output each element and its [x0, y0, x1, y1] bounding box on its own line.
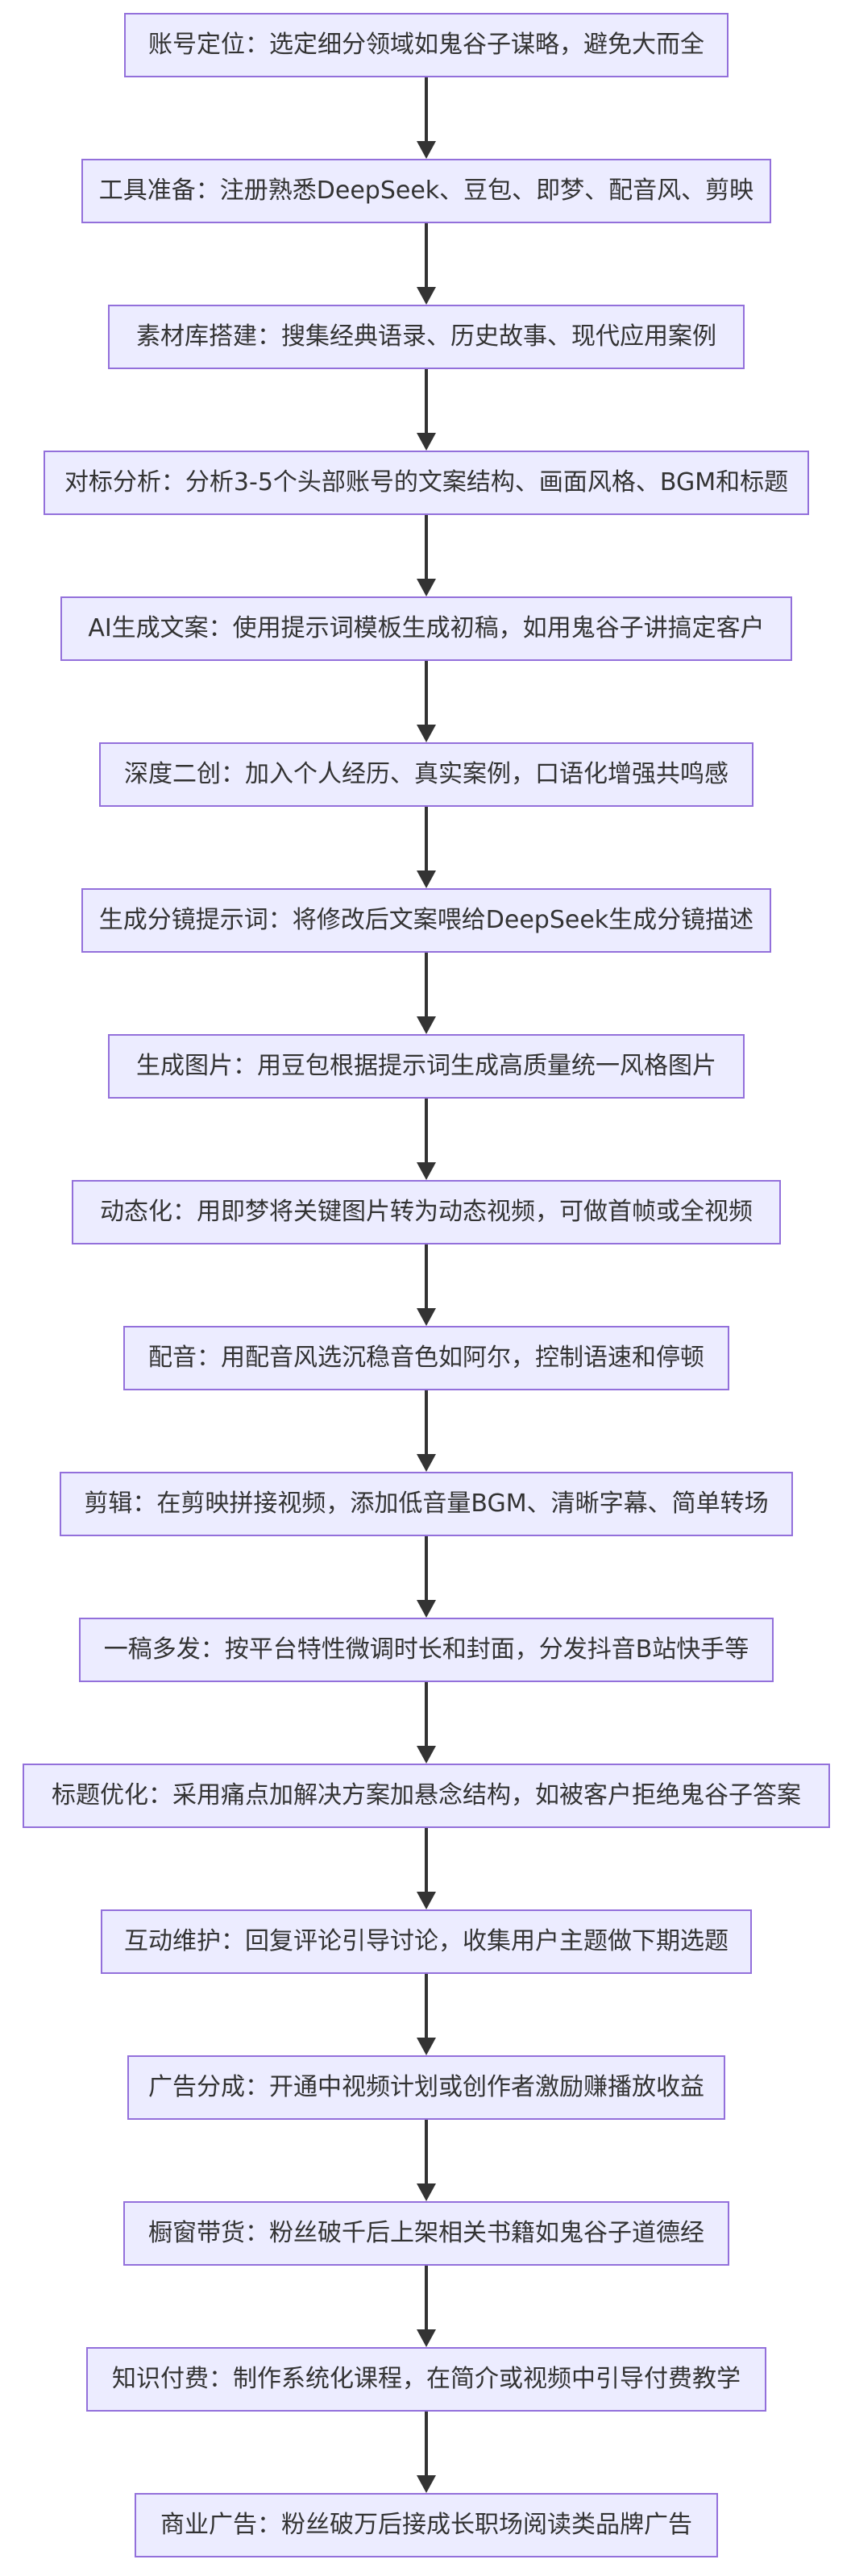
flow-connector — [425, 515, 428, 580]
flow-connector — [425, 1974, 428, 2039]
arrow-down-icon — [417, 433, 436, 451]
arrow-down-icon — [417, 1892, 436, 1909]
arrow-down-icon — [417, 725, 436, 742]
arrow-down-icon — [417, 1162, 436, 1180]
arrow-down-icon — [417, 579, 436, 596]
flow-connector — [425, 1390, 428, 1456]
arrow-down-icon — [417, 1454, 436, 1472]
flow-step-17: 知识付费：制作系统化课程，在简介或视频中引导付费教学 — [86, 2347, 766, 2412]
flow-step-18: 商业广告：粉丝破万后接成长职场阅读类品牌广告 — [135, 2493, 718, 2557]
flow-connector — [425, 1828, 428, 1893]
flow-connector — [425, 223, 428, 289]
flow-step-5: AI生成文案：使用提示词模板生成初稿，如用鬼谷子讲搞定客户 — [60, 596, 792, 661]
flow-connector — [425, 77, 428, 143]
flow-connector — [425, 369, 428, 434]
flow-step-4: 对标分析：分析3-5个头部账号的文案结构、画面风格、BGM和标题 — [44, 451, 809, 515]
arrow-down-icon — [417, 1746, 436, 1764]
flow-step-2: 工具准备：注册熟悉DeepSeek、豆包、即梦、配音风、剪映 — [81, 159, 771, 223]
flow-connector — [425, 661, 428, 726]
arrow-down-icon — [417, 870, 436, 888]
flow-connector — [425, 1536, 428, 1602]
flow-step-3: 素材库搭建：搜集经典语录、历史故事、现代应用案例 — [108, 305, 745, 369]
flow-step-12: 一稿多发：按平台特性微调时长和封面，分发抖音B站快手等 — [79, 1618, 774, 1682]
arrow-down-icon — [417, 2475, 436, 2493]
arrow-down-icon — [417, 287, 436, 305]
arrow-down-icon — [417, 2183, 436, 2201]
flow-connector — [425, 2412, 428, 2477]
flow-connector — [425, 2266, 428, 2331]
flow-step-8: 生成图片：用豆包根据提示词生成高质量统一风格图片 — [108, 1034, 745, 1099]
flow-step-14: 互动维护：回复评论引导讨论，收集用户主题做下期选题 — [101, 1909, 752, 1974]
flow-connector — [425, 1244, 428, 1310]
flow-step-9: 动态化：用即梦将关键图片转为动态视频，可做首帧或全视频 — [72, 1180, 781, 1244]
flow-connector — [425, 953, 428, 1018]
flow-step-7: 生成分镜提示词：将修改后文案喂给DeepSeek生成分镜描述 — [81, 888, 771, 953]
arrow-down-icon — [417, 2038, 436, 2055]
flow-connector — [425, 807, 428, 872]
flow-step-6: 深度二创：加入个人经历、真实案例，口语化增强共鸣感 — [99, 742, 753, 807]
flow-step-1: 账号定位：选定细分领域如鬼谷子谋略，避免大而全 — [124, 13, 729, 77]
arrow-down-icon — [417, 141, 436, 159]
flow-step-16: 橱窗带货：粉丝破千后上架相关书籍如鬼谷子道德经 — [123, 2201, 729, 2266]
flow-step-10: 配音：用配音风选沉稳音色如阿尔，控制语速和停顿 — [123, 1326, 729, 1390]
flow-connector — [425, 1682, 428, 1747]
flow-connector — [425, 1099, 428, 1164]
arrow-down-icon — [417, 1016, 436, 1034]
flow-step-13: 标题优化：采用痛点加解决方案加悬念结构，如被客户拒绝鬼谷子答案 — [23, 1764, 830, 1828]
flow-connector — [425, 2120, 428, 2185]
arrow-down-icon — [417, 1308, 436, 1326]
arrow-down-icon — [417, 2329, 436, 2347]
arrow-down-icon — [417, 1600, 436, 1618]
flow-step-11: 剪辑：在剪映拼接视频，添加低音量BGM、清晰字幕、简单转场 — [60, 1472, 793, 1536]
flow-step-15: 广告分成：开通中视频计划或创作者激励赚播放收益 — [127, 2055, 725, 2120]
